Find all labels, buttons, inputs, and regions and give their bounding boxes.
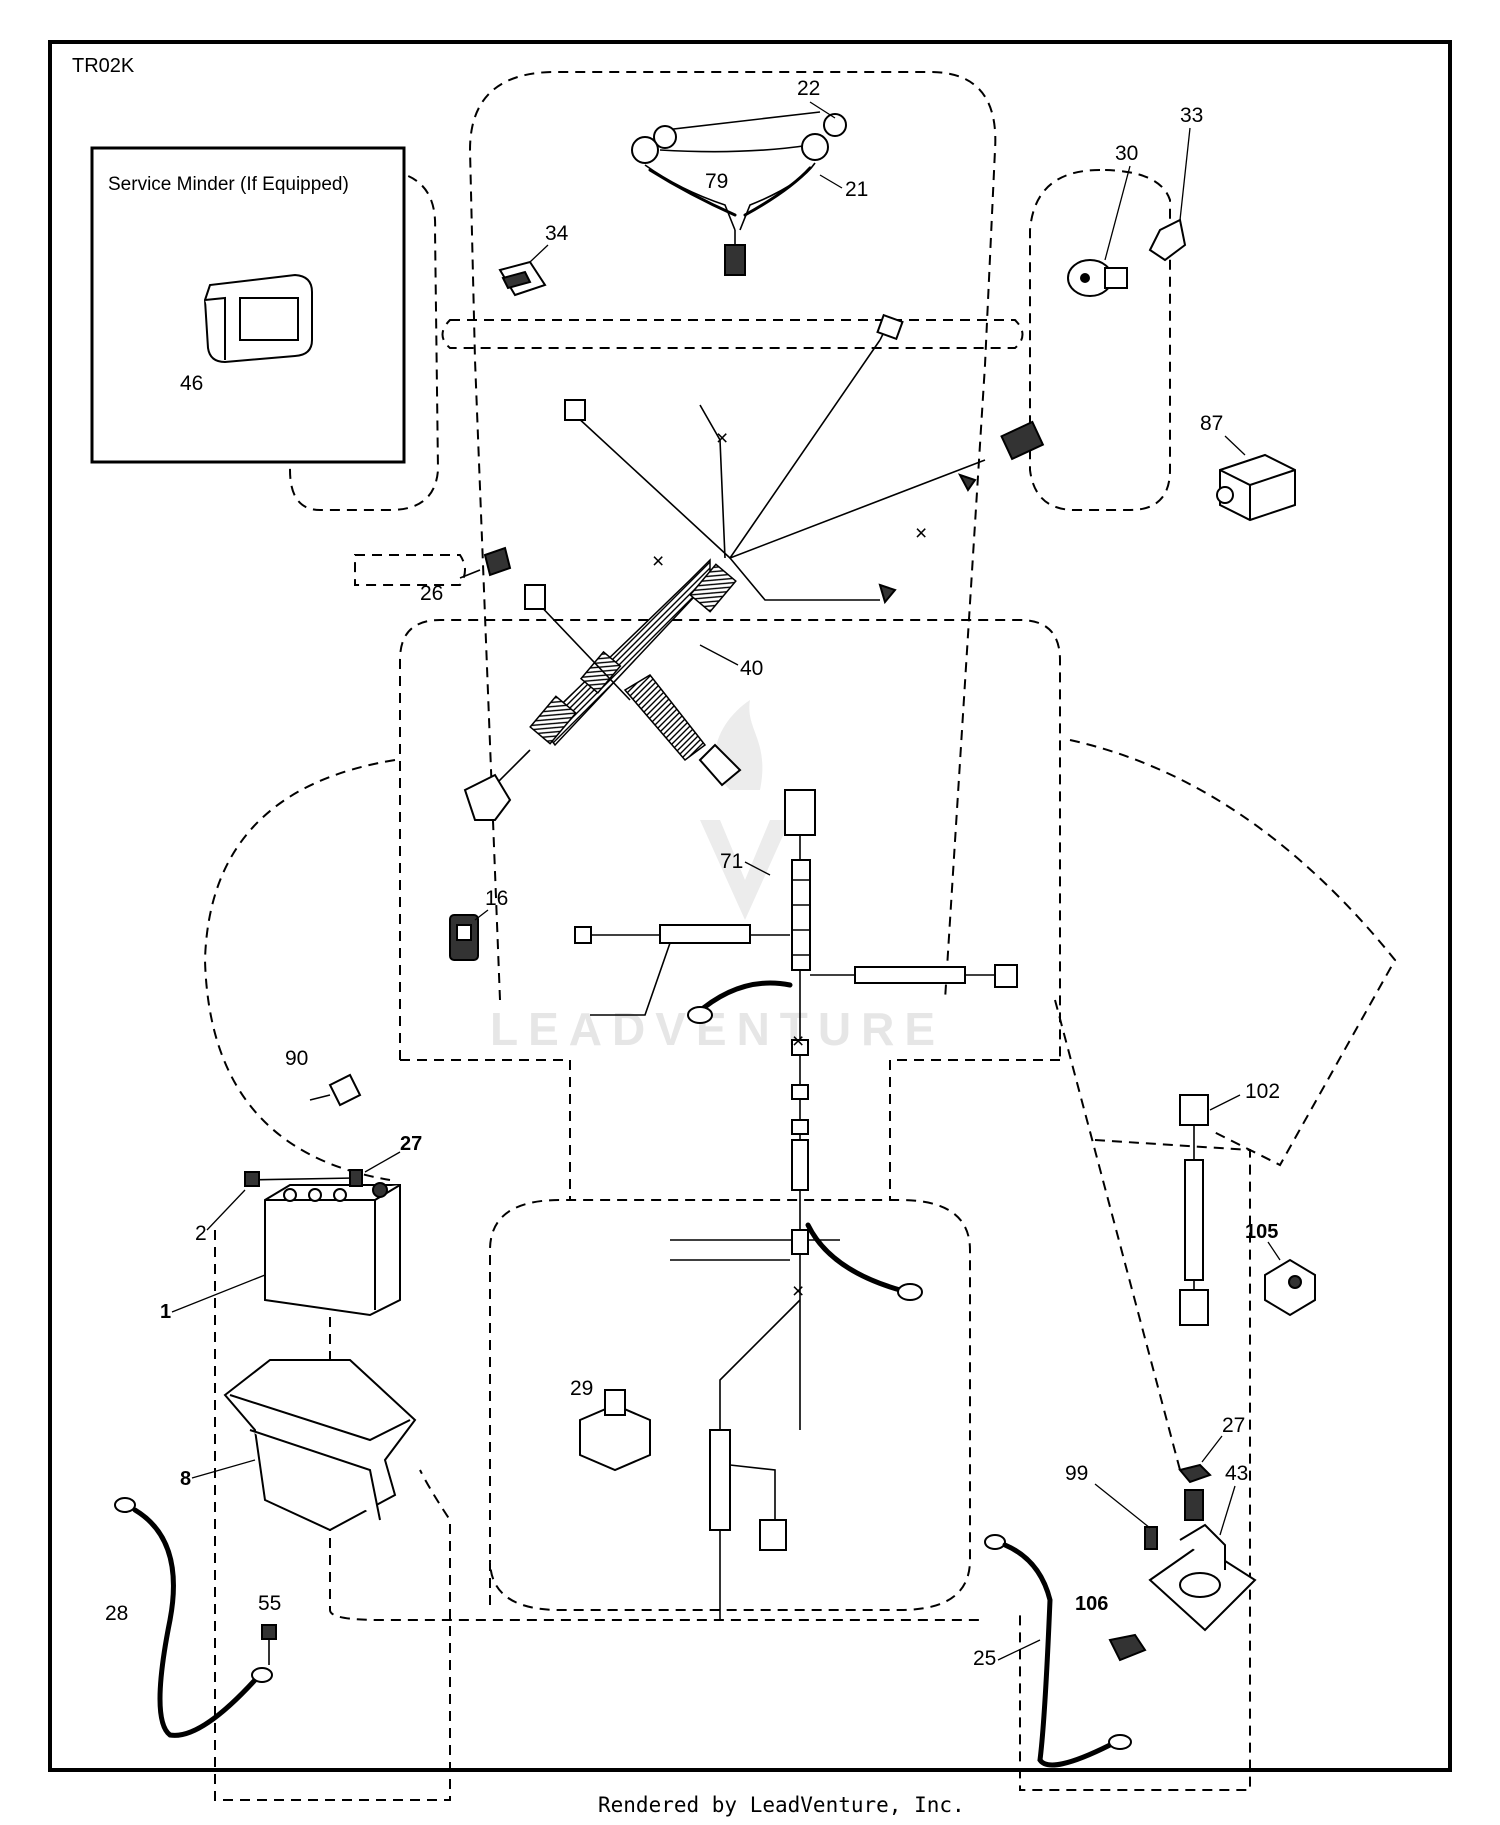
svg-text:34: 34 <box>545 222 569 245</box>
screw-99: 99 <box>1065 1462 1158 1550</box>
svg-text:33: 33 <box>1180 104 1203 127</box>
svg-text:22: 22 <box>797 77 820 100</box>
svg-text:×: × <box>792 1030 804 1053</box>
svg-text:71: 71 <box>720 850 743 873</box>
watermark-text: LEADVENTURE <box>490 1003 945 1055</box>
fuse-26: 26 <box>420 546 512 605</box>
svg-text:21: 21 <box>845 178 868 201</box>
service-minder-display: 46 <box>180 273 313 395</box>
switch-29: 29 <box>570 1377 651 1472</box>
battery-bolt: 2 27 <box>195 1133 422 1245</box>
svg-text:27: 27 <box>1222 1414 1245 1437</box>
svg-text:102: 102 <box>1245 1080 1280 1103</box>
battery-cable-28: 28 <box>105 1497 273 1738</box>
ignition-key: 33 <box>1148 104 1203 262</box>
svg-text:106: 106 <box>1075 1593 1108 1615</box>
svg-text:46: 46 <box>180 372 203 395</box>
svg-text:90: 90 <box>285 1047 308 1070</box>
svg-text:×: × <box>716 427 728 450</box>
service-minder-box: Service Minder (If Equipped) 46 <box>90 146 406 464</box>
svg-text:105: 105 <box>1245 1221 1278 1243</box>
harness-71: × × 71 <box>574 789 1018 1620</box>
battery: 1 <box>160 1182 401 1323</box>
service-minder-note: Service Minder (If Equipped) <box>108 174 349 195</box>
svg-text:29: 29 <box>570 1377 593 1400</box>
svg-text:55: 55 <box>258 1592 281 1615</box>
svg-text:40: 40 <box>740 657 763 680</box>
svg-text:1: 1 <box>160 1301 171 1323</box>
switch-87: 87 <box>1200 412 1296 522</box>
svg-text:×: × <box>915 522 927 545</box>
switch-90: 90 <box>285 1047 362 1107</box>
svg-text:×: × <box>792 1280 804 1303</box>
svg-text:25: 25 <box>973 1647 996 1670</box>
main-harness-40: × × × 40 <box>463 313 1045 821</box>
svg-text:79: 79 <box>705 170 728 193</box>
relay-102: 102 <box>1179 1080 1280 1326</box>
svg-text:8: 8 <box>180 1468 191 1490</box>
watermark: LEADVENTURE <box>490 700 945 1055</box>
switch-16: 16 <box>449 887 508 961</box>
svg-text:16: 16 <box>485 887 508 910</box>
ignition-switch: 30 <box>1067 142 1138 297</box>
battery-cable-25: 25 <box>973 1534 1132 1768</box>
svg-text:99: 99 <box>1065 1462 1088 1485</box>
connector-106: 106 <box>1075 1593 1147 1662</box>
bolt-55: 55 <box>258 1592 281 1665</box>
svg-text:28: 28 <box>105 1602 128 1625</box>
svg-text:2: 2 <box>195 1222 207 1245</box>
svg-text:×: × <box>652 550 664 573</box>
diagram-code: TR02K <box>72 55 135 77</box>
diagram-frame <box>48 40 1452 1772</box>
svg-text:26: 26 <box>420 582 443 605</box>
chassis-outline <box>203 70 1397 1801</box>
switch-34: 34 <box>498 222 569 297</box>
svg-text:27: 27 <box>400 1133 422 1155</box>
svg-text:30: 30 <box>1115 142 1138 165</box>
starter-mount-43: 43 <box>1148 1462 1257 1632</box>
footer-credit: Rendered by LeadVenture, Inc. <box>598 1793 965 1817</box>
svg-text:87: 87 <box>1200 412 1223 435</box>
headlight-harness: 22 79 21 <box>631 77 868 276</box>
svg-text:43: 43 <box>1225 1462 1248 1485</box>
nut-27-rear: 27 <box>1178 1414 1245 1484</box>
solenoid-105: 105 <box>1245 1221 1316 1317</box>
battery-tray: 8 <box>180 1359 417 1532</box>
